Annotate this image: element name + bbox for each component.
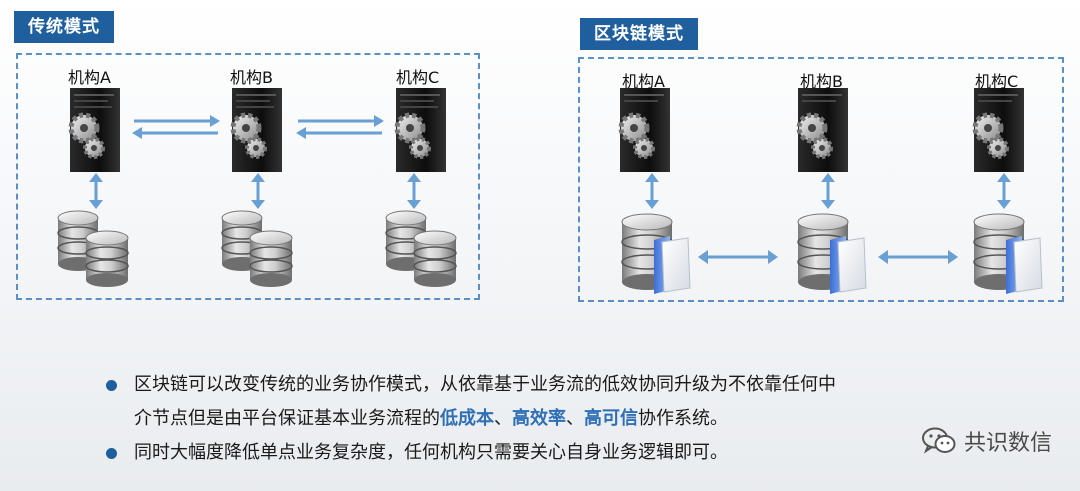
server-gear-icon	[394, 88, 446, 172]
highlight-high-trust: 高可信	[584, 408, 638, 429]
bullet-line: 区块链可以改变传统的业务协作模式，从依靠基于业务流的低效协同升级为不依靠任何中	[134, 374, 836, 395]
bidirectional-arrow-icon	[878, 250, 958, 264]
bullet-text: 介节点但是由平台保证基本业务流程的	[134, 408, 440, 429]
database-icon	[385, 210, 457, 287]
bullet-item: 区块链可以改变传统的业务协作模式，从依靠基于业务流的低效协同升级为不依靠任何中 …	[106, 368, 1006, 436]
double-arrow-icon	[296, 115, 384, 139]
vertical-arrow-icon	[821, 173, 835, 209]
database-icon	[221, 210, 293, 287]
vertical-arrow-icon	[251, 173, 265, 209]
right-org-a-label: 机构A	[622, 72, 665, 91]
bullet-dot-icon	[106, 380, 117, 391]
vertical-arrow-icon	[407, 173, 421, 209]
server-gear-icon	[618, 88, 670, 172]
description-list: 区块链可以改变传统的业务协作模式，从依靠基于业务流的低效协同升级为不依靠任何中 …	[106, 368, 1006, 470]
server-gear-icon	[972, 88, 1024, 172]
blockchain-mode-title: 区块链模式	[580, 18, 698, 50]
server-gear-icon	[68, 88, 120, 172]
server-gear-icon	[230, 88, 282, 172]
separator: 、	[566, 408, 584, 429]
vertical-arrow-icon	[89, 173, 103, 209]
blockchain-mode-panel	[578, 57, 1064, 302]
left-org-b-label: 机构B	[230, 68, 273, 87]
shared-database-icon	[797, 213, 867, 294]
bullet-line: 介节点但是由平台保证基本业务流程的低成本、高效率、高可信协作系统。	[134, 402, 1006, 436]
traditional-mode-panel	[16, 53, 480, 300]
vertical-arrow-icon	[997, 173, 1011, 209]
separator: 、	[494, 408, 512, 429]
bullet-dot-icon	[106, 448, 117, 459]
shared-database-icon	[621, 213, 691, 294]
bullet-text: 协作系统。	[638, 408, 728, 429]
left-org-c-label: 机构C	[396, 68, 440, 87]
highlight-low-cost: 低成本	[440, 408, 494, 429]
highlight-high-efficiency: 高效率	[512, 408, 566, 429]
right-org-c-label: 机构C	[975, 72, 1019, 91]
shared-database-icon	[973, 213, 1043, 294]
traditional-mode-title: 传统模式	[14, 11, 114, 43]
vertical-arrow-icon	[645, 173, 659, 209]
right-org-b-label: 机构B	[800, 72, 843, 91]
left-org-a-label: 机构A	[68, 68, 111, 87]
bidirectional-arrow-icon	[698, 250, 778, 264]
wechat-icon	[921, 427, 956, 454]
bullet-line: 同时大幅度降低单点业务复杂度，任何机构只需要关心自身业务逻辑即可。	[134, 442, 728, 463]
database-icon	[57, 210, 129, 287]
double-arrow-icon	[132, 115, 220, 139]
server-gear-icon	[796, 88, 848, 172]
watermark-text: 共识数信	[963, 431, 1052, 456]
watermark: 共识数信	[921, 425, 1052, 457]
bullet-item: 同时大幅度降低单点业务复杂度，任何机构只需要关心自身业务逻辑即可。	[106, 436, 1006, 470]
